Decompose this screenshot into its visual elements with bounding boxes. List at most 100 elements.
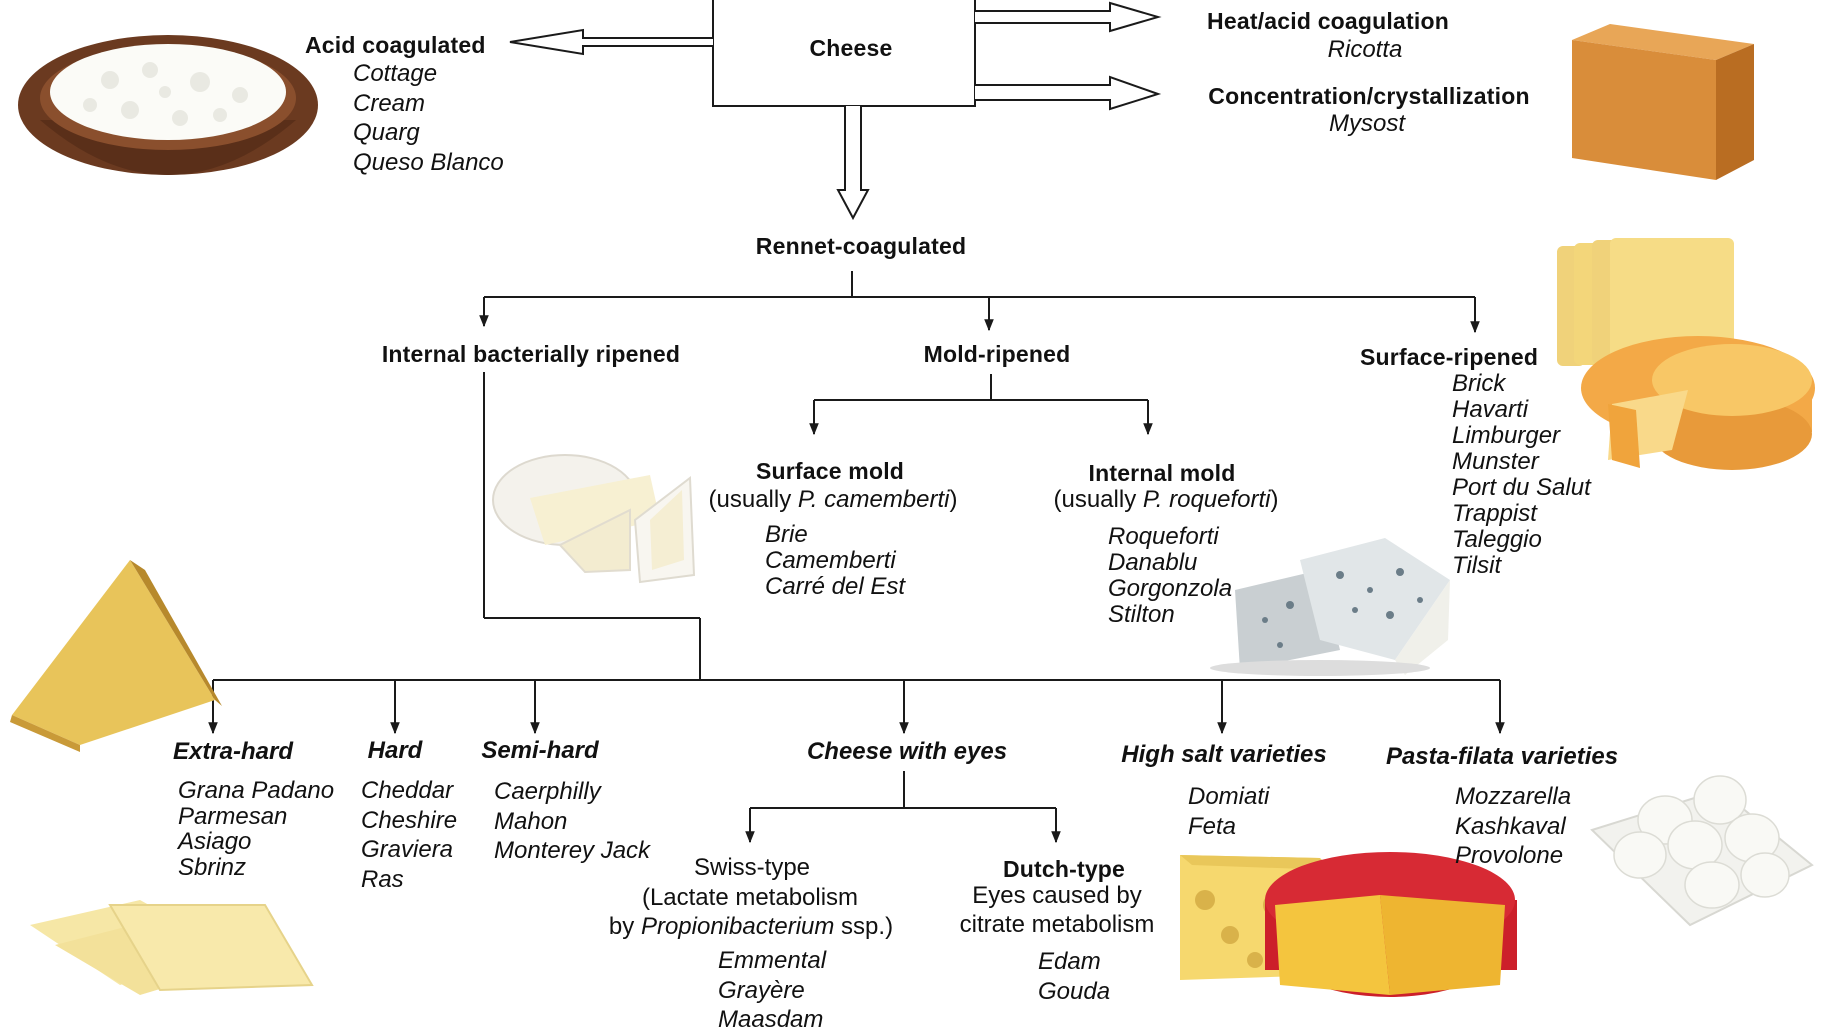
list-item: Grana Padano — [178, 777, 335, 804]
internal-mold-note: (usually P. roqueforti) — [1053, 486, 1278, 514]
mozzarella-illustration — [1590, 775, 1814, 927]
list-item: Roqueforti — [1108, 523, 1219, 550]
blue-cheese-illustration — [1210, 538, 1450, 676]
arrow-to-concentration — [975, 75, 1162, 111]
swiss-type-line3: by Propionibacterium ssp.) — [609, 913, 893, 941]
list-item: Asiago — [178, 828, 252, 855]
high-salt-list: Domiati Feta — [1188, 782, 1269, 841]
list-item: Caerphilly — [494, 778, 601, 805]
hard-list: Cheddar Cheshire Graviera Ras — [361, 776, 457, 894]
heat-acid-title: Heat/acid coagulation — [1207, 8, 1449, 34]
cheese-slices-illustration — [30, 900, 314, 995]
list-item: Mahon — [494, 807, 568, 835]
rennet-coagulated-title: Rennet-coagulated — [755, 233, 967, 259]
dutch-type-list: Edam Gouda — [1038, 947, 1110, 1006]
list-item: Trappist — [1452, 500, 1537, 527]
list-item: Cottage — [353, 60, 438, 87]
list-item: Monterey Jack — [494, 837, 651, 864]
surface-mold-list: Brie Camemberti Carré del Est — [765, 522, 905, 600]
high-salt-title: High salt varieties — [1121, 741, 1327, 768]
note-text: ssp.) — [834, 913, 894, 940]
camembert-illustration — [492, 454, 696, 584]
list-item: Gouda — [1038, 977, 1111, 1005]
cheese-root-label: Cheese — [809, 35, 893, 61]
note-species: Propionibacterium — [640, 913, 835, 940]
note-text: ) — [1270, 486, 1279, 513]
list-item: Domiati — [1188, 783, 1270, 810]
mold-ripened-title: Mold-ripened — [923, 341, 1071, 367]
list-item: Gorgonzola — [1108, 575, 1233, 602]
list-item: Brick — [1452, 370, 1506, 397]
list-item: Carré del Est — [765, 573, 906, 600]
acid-coagulated-title: Acid coagulated — [305, 32, 486, 58]
cheese-root-box — [712, 0, 976, 107]
list-item: Camemberti — [765, 547, 896, 574]
note-text: ) — [949, 486, 958, 513]
list-item: Munster — [1452, 448, 1539, 475]
list-item: Quarg — [353, 119, 420, 146]
list-item: Maasdam — [718, 1006, 824, 1033]
surface-ripened-title: Surface-ripened — [1360, 344, 1539, 370]
list-item: Havarti — [1452, 396, 1529, 423]
arrow-to-rennet — [836, 106, 870, 221]
arrow-to-acid — [509, 28, 713, 56]
sliced-cheese-illustration — [1557, 238, 1815, 470]
list-item: Cheddar — [361, 777, 454, 804]
arrow-to-heat-acid — [975, 1, 1162, 33]
note-text: (usually — [708, 486, 798, 513]
list-item: Parmesan — [178, 802, 288, 830]
list-item: Kashkaval — [1455, 812, 1566, 840]
dutch-type-line3: citrate metabolism — [959, 911, 1155, 938]
list-item: Emmental — [718, 947, 827, 974]
list-item: Danablu — [1108, 549, 1198, 576]
swiss-type-title: Swiss-type — [693, 854, 811, 881]
swiss-type-line2: (Lactate metabolism — [641, 884, 859, 911]
list-item: Limburger — [1452, 422, 1561, 449]
pasta-filata-title: Pasta-filata varieties — [1385, 743, 1619, 770]
extra-hard-title: Extra-hard — [172, 738, 294, 765]
heat-acid-example: Ricotta — [1327, 36, 1403, 63]
list-item: Cream — [353, 89, 426, 117]
list-item: Stilton — [1108, 601, 1175, 628]
concentration-title: Concentration/crystallization — [1208, 83, 1530, 109]
extra-hard-list: Grana Padano Parmesan Asiago Sbrinz — [178, 778, 334, 880]
list-item: Graviera — [361, 836, 454, 863]
list-item: Mozzarella — [1455, 783, 1572, 810]
list-item: Brie — [765, 521, 808, 548]
semi-hard-title: Semi-hard — [481, 737, 599, 764]
note-species: P. roqueforti — [1142, 486, 1271, 513]
acid-coagulated-list: Cottage Cream Quarg Queso Blanco — [353, 59, 504, 177]
concentration-example: Mysost — [1328, 110, 1406, 137]
surface-mold-note: (usually P. camemberti) — [709, 486, 958, 514]
note-text: by — [608, 913, 641, 940]
list-item: Sbrinz — [178, 853, 247, 881]
cheese-with-eyes-title: Cheese with eyes — [806, 738, 1008, 765]
list-item: Tilsit — [1452, 552, 1502, 579]
parmesan-wedge-illustration — [10, 560, 222, 752]
pasta-filata-list: Mozzarella Kashkaval Provolone — [1455, 782, 1571, 871]
internal-mold-title: Internal mold — [1088, 460, 1236, 486]
list-item: Ras — [361, 865, 404, 893]
list-item: Provolone — [1455, 842, 1564, 869]
internal-bacterial-title: Internal bacterially ripened — [381, 341, 681, 367]
list-item: Grayère — [718, 976, 805, 1004]
list-item: Feta — [1188, 812, 1237, 840]
surface-mold-title: Surface mold — [755, 458, 905, 484]
list-item: Edam — [1038, 948, 1101, 975]
list-item: Queso Blanco — [353, 148, 504, 176]
dutch-type-line2: Eyes caused by — [972, 882, 1142, 909]
list-item: Cheshire — [361, 806, 458, 834]
note-species: P. camemberti — [797, 486, 950, 513]
semi-hard-list: Caerphilly Mahon Monterey Jack — [494, 777, 650, 866]
cottage-cheese-bowl-illustration — [18, 35, 318, 175]
internal-mold-list: Roqueforti Danablu Gorgonzola Stilton — [1108, 524, 1232, 628]
hard-title: Hard — [367, 737, 423, 764]
list-item: Taleggio — [1452, 526, 1542, 553]
swiss-type-list: Emmental Grayère Maasdam — [718, 946, 826, 1035]
swiss-gouda-illustration — [1180, 852, 1517, 997]
mysost-block-illustration — [1572, 24, 1754, 180]
note-text: (usually — [1053, 486, 1143, 513]
list-item: Port du Salut — [1452, 474, 1591, 501]
